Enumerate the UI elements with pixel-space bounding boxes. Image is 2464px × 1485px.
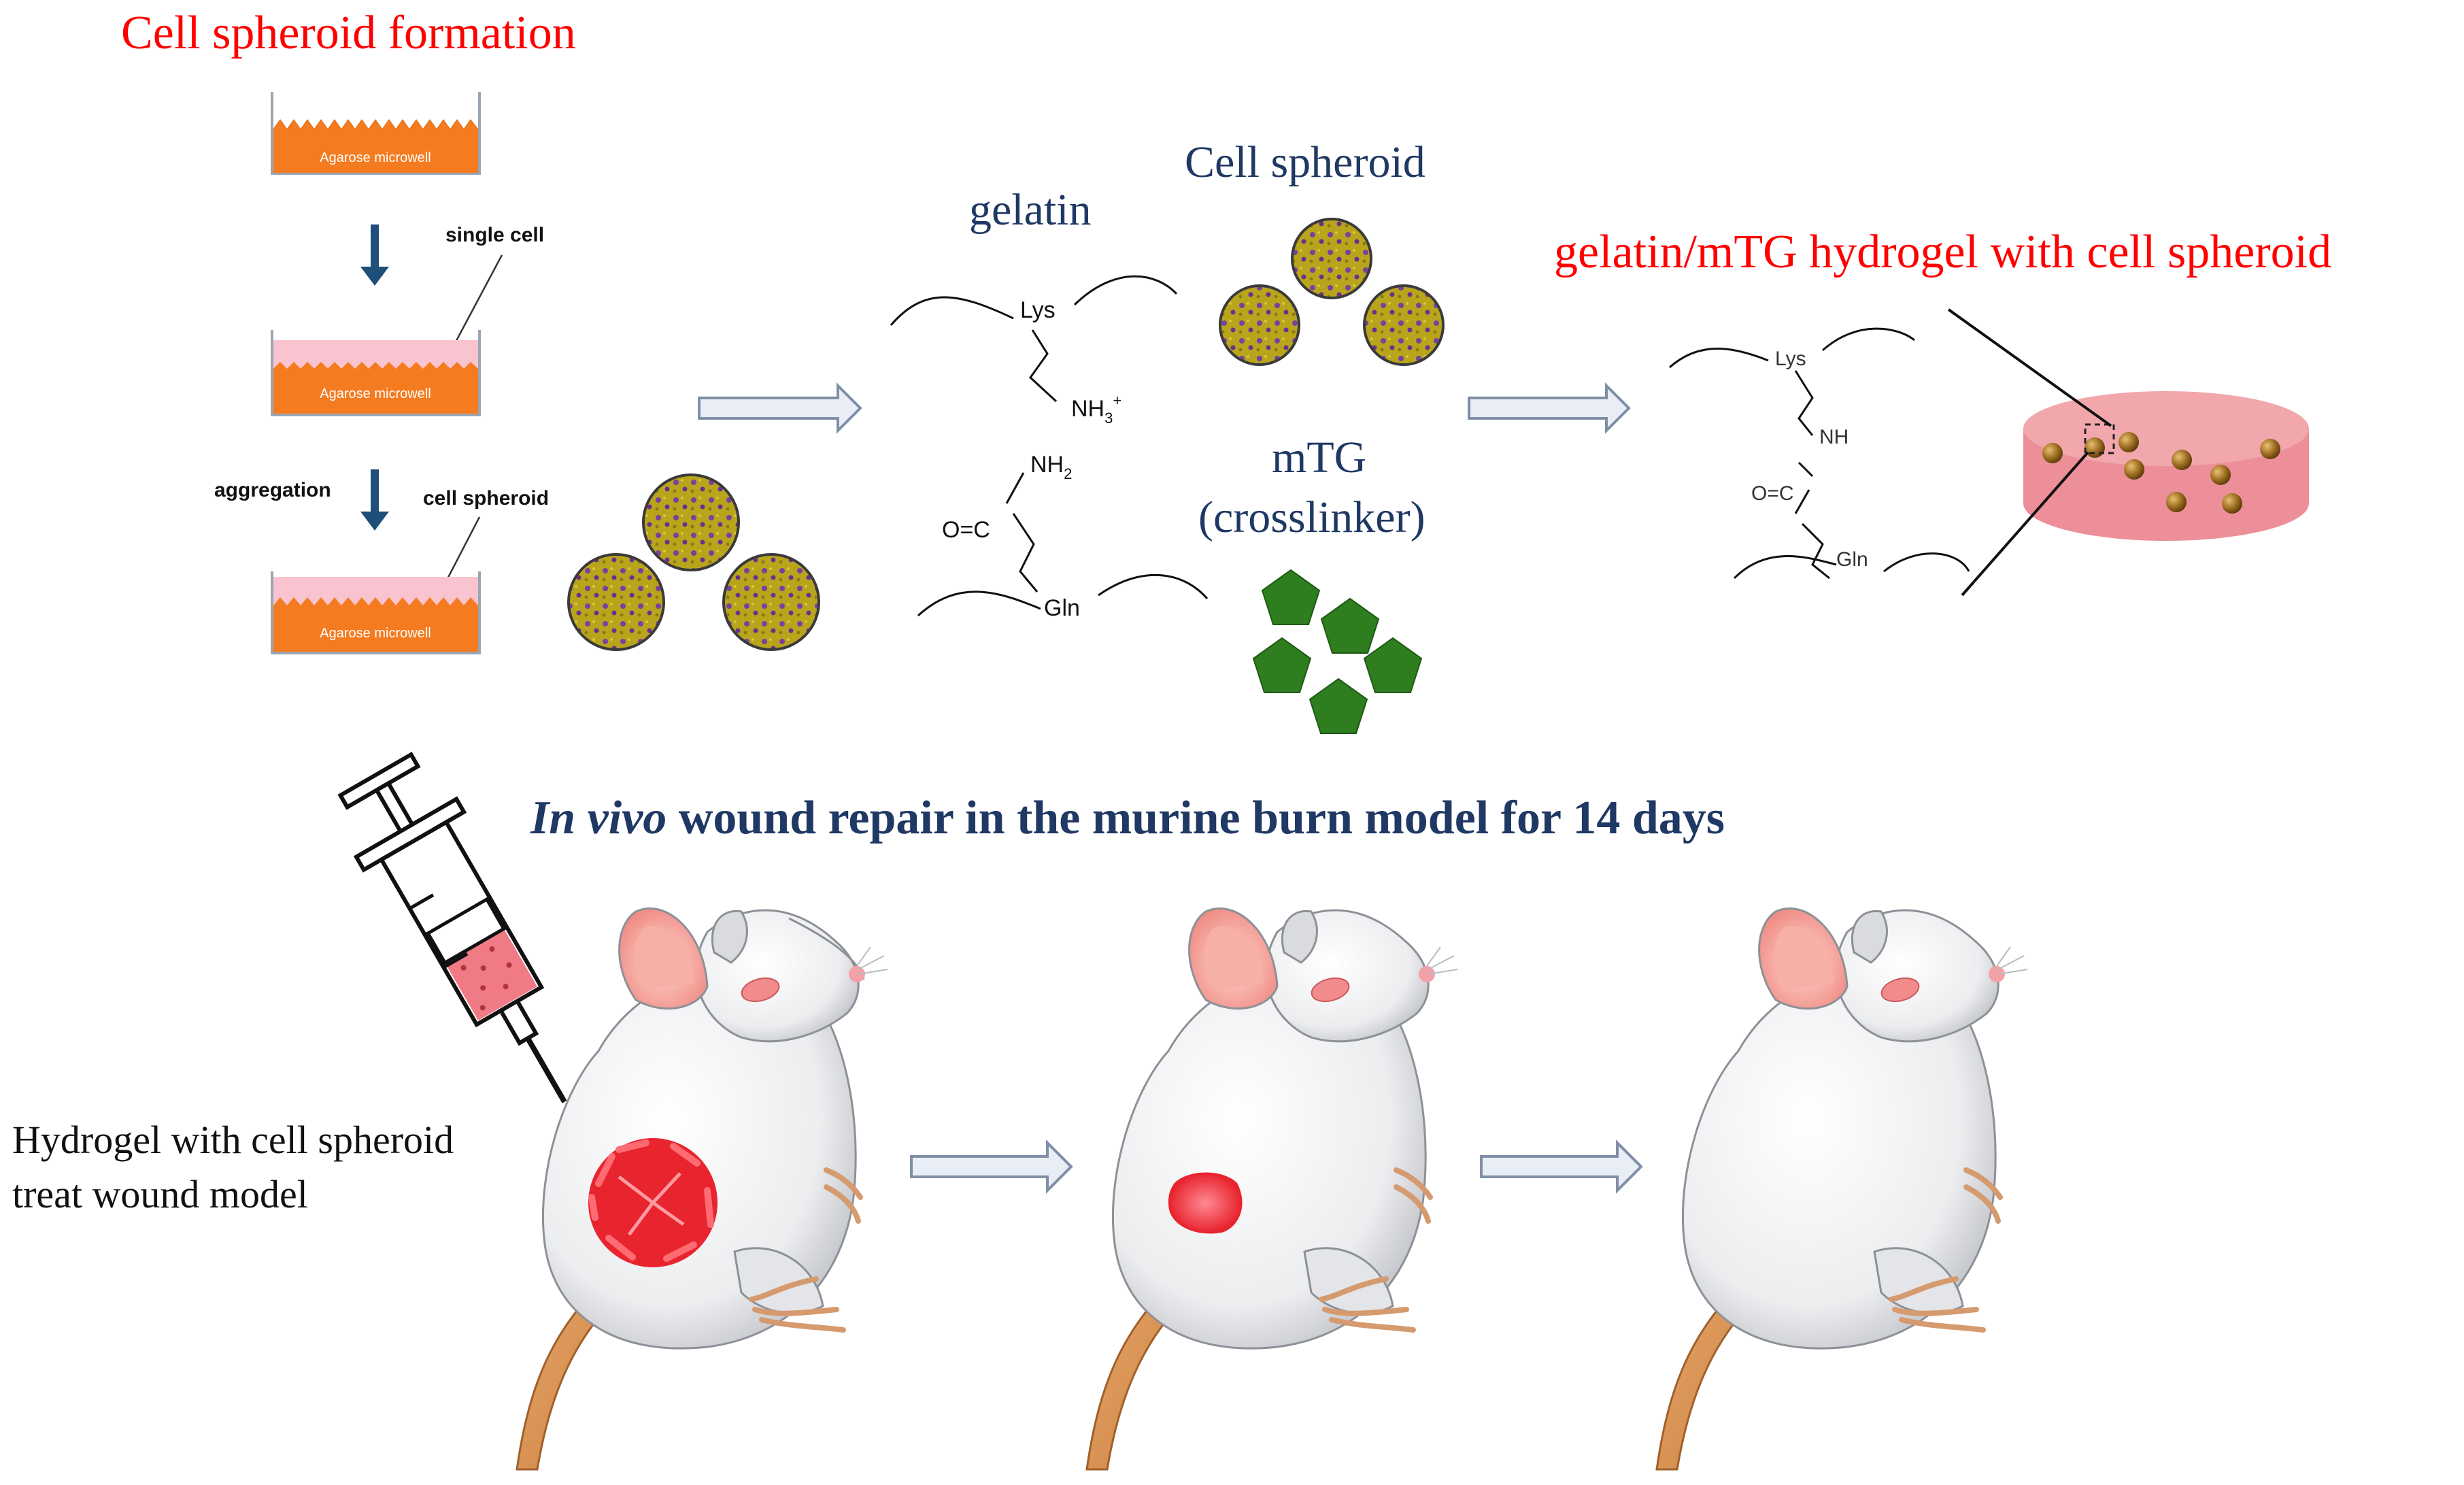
aggregation-label: aggregation [214, 479, 331, 501]
mouse-1 [516, 907, 888, 1471]
block-arrow-3 [910, 1139, 1073, 1194]
hydrogel-disk [1947, 308, 2309, 597]
single-cell-label: single cell [445, 224, 544, 246]
cell-spheroid-label: cell spheroid [423, 487, 549, 510]
invivo-italic: In vivo [530, 792, 667, 844]
microwell-step-2: Agarose microwell [271, 330, 481, 416]
invivo-title: In vivo wound repair in the murine burn … [530, 795, 1725, 842]
gelatin-lys-chain [890, 275, 1178, 403]
microwell-label: Agarose microwell [320, 626, 431, 641]
invivo-rest: wound repair in the murine burn model fo… [666, 792, 1725, 844]
hydrogel-title: gelatin/mTG hydrogel with cell spheroid [1554, 226, 2332, 278]
nh3-label: NH3+ [1071, 392, 1121, 427]
nh2-label: NH2 [1030, 452, 1072, 482]
right-nh-label: NH [1819, 426, 1849, 448]
embedded-spheroids [2042, 432, 2280, 514]
right-o-c-label: O=C [1751, 482, 1794, 505]
wound-small [1168, 1172, 1243, 1234]
cell-spheroid-title: Cell spheroid [1185, 137, 1425, 187]
crosslinker-pentagons [1252, 569, 1423, 734]
spheroid-cluster-left [567, 473, 820, 651]
gelatin-label: gelatin [969, 185, 1092, 235]
spheroid-cluster-middle [1219, 218, 1445, 366]
mtg-title: mTG [1272, 433, 1367, 482]
right-lys-label: Lys [1775, 348, 1806, 370]
treat-label-line1: Hydrogel with cell spheroid [12, 1118, 454, 1162]
lys-label: Lys [1020, 297, 1056, 323]
microwell-step-3: Agarose microwell [271, 571, 481, 654]
microwell-label: Agarose microwell [320, 386, 431, 401]
syringe [337, 752, 567, 1103]
right-gln-label: Gln [1836, 548, 1868, 571]
microwell-step-1: Agarose microwell [271, 92, 481, 175]
down-arrow-2 [360, 469, 389, 531]
gelatin-gln-chain [917, 472, 1209, 617]
down-arrow-1 [360, 224, 389, 286]
mouse-3 [1655, 907, 2028, 1471]
crosslinked-chain [1669, 327, 1970, 580]
gln-label: Gln [1044, 595, 1080, 621]
cell-spheroid-formation-title: Cell spheroid formation [121, 7, 576, 59]
treat-label-line2: treat wound model [12, 1172, 308, 1216]
block-arrow-1 [698, 382, 862, 434]
mouse-2 [1085, 907, 1458, 1471]
o-c-label: O=C [942, 517, 990, 543]
wound-large [588, 1138, 718, 1267]
block-arrow-2 [1468, 382, 1631, 434]
microwell-label: Agarose microwell [320, 150, 431, 165]
block-arrow-4 [1480, 1139, 1643, 1194]
crosslinker-label: (crosslinker) [1198, 493, 1425, 542]
